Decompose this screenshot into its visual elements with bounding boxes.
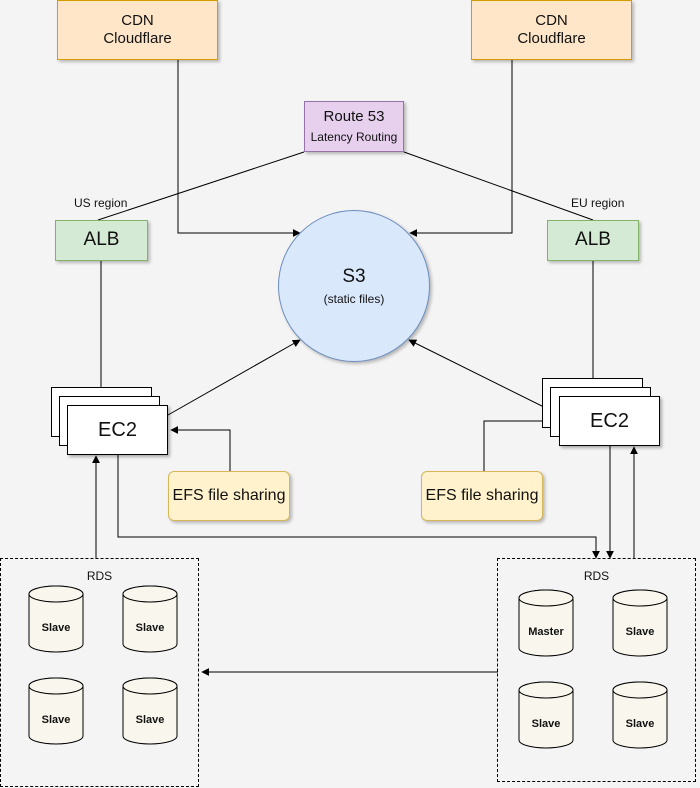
rds-left-label: RDS <box>86 569 113 583</box>
route53-title: Route 53 <box>323 108 385 126</box>
rds-left-db-4-cylinder <box>122 677 178 745</box>
s3-circle: S3 (static files) <box>278 210 430 362</box>
s3-title: S3 <box>342 265 366 287</box>
efs-us-box: EFS file sharing <box>168 471 290 521</box>
rds-left-db-2-cylinder <box>122 585 178 653</box>
rds-right-label: RDS <box>583 569 610 583</box>
us-region-label: US region <box>74 196 128 210</box>
cdn-left-line1: CDN <box>121 12 154 29</box>
rds-right-db-4-cylinder <box>612 681 668 749</box>
rds-right-db-1-cylinder <box>518 589 574 657</box>
s3-subtitle: (static files) <box>323 291 385 306</box>
edge-cdn-right-to-s3 <box>409 60 513 237</box>
edge-ec2-eu-to-s3 <box>408 339 561 416</box>
edge-route53-to-alb-eu <box>403 151 594 221</box>
cdn-right-line2: Cloudflare <box>517 30 586 47</box>
cdn-left-box: CDN Cloudflare <box>57 0 218 60</box>
ec2-eu-box: EC2 <box>559 396 660 446</box>
rds-left-group: RDS <box>0 558 199 787</box>
alb-us-box: ALB <box>55 220 148 261</box>
alb-eu-box: ALB <box>547 220 639 261</box>
edge-cdn-left-to-s3 <box>177 60 301 237</box>
edge-ec2-us-to-rds-right <box>117 455 600 559</box>
rds-right-db-3-cylinder <box>518 681 574 749</box>
efs-eu-box: EFS file sharing <box>421 471 543 521</box>
ec2-us-box: EC2 <box>67 405 168 455</box>
route53-box: Route 53 Latency Routing <box>304 101 404 152</box>
cdn-right-line1: CDN <box>535 12 568 29</box>
edge-route53-to-alb-us <box>97 151 305 221</box>
rds-left-db-1-cylinder <box>28 585 84 653</box>
rds-left-db-3-cylinder <box>28 677 84 745</box>
edge-efs-us-to-ec2 <box>170 426 231 471</box>
edge-ec2-us-to-s3 <box>167 339 301 416</box>
cdn-left-line2: Cloudflare <box>103 30 172 47</box>
rds-right-db-2-cylinder <box>612 589 668 657</box>
rds-right-group: RDS <box>497 558 696 782</box>
cdn-right-box: CDN Cloudflare <box>471 0 632 60</box>
route53-subtitle: Latency Routing <box>310 130 398 145</box>
eu-region-label: EU region <box>571 196 625 210</box>
edge-efs-eu-to-ec2 <box>483 417 559 471</box>
